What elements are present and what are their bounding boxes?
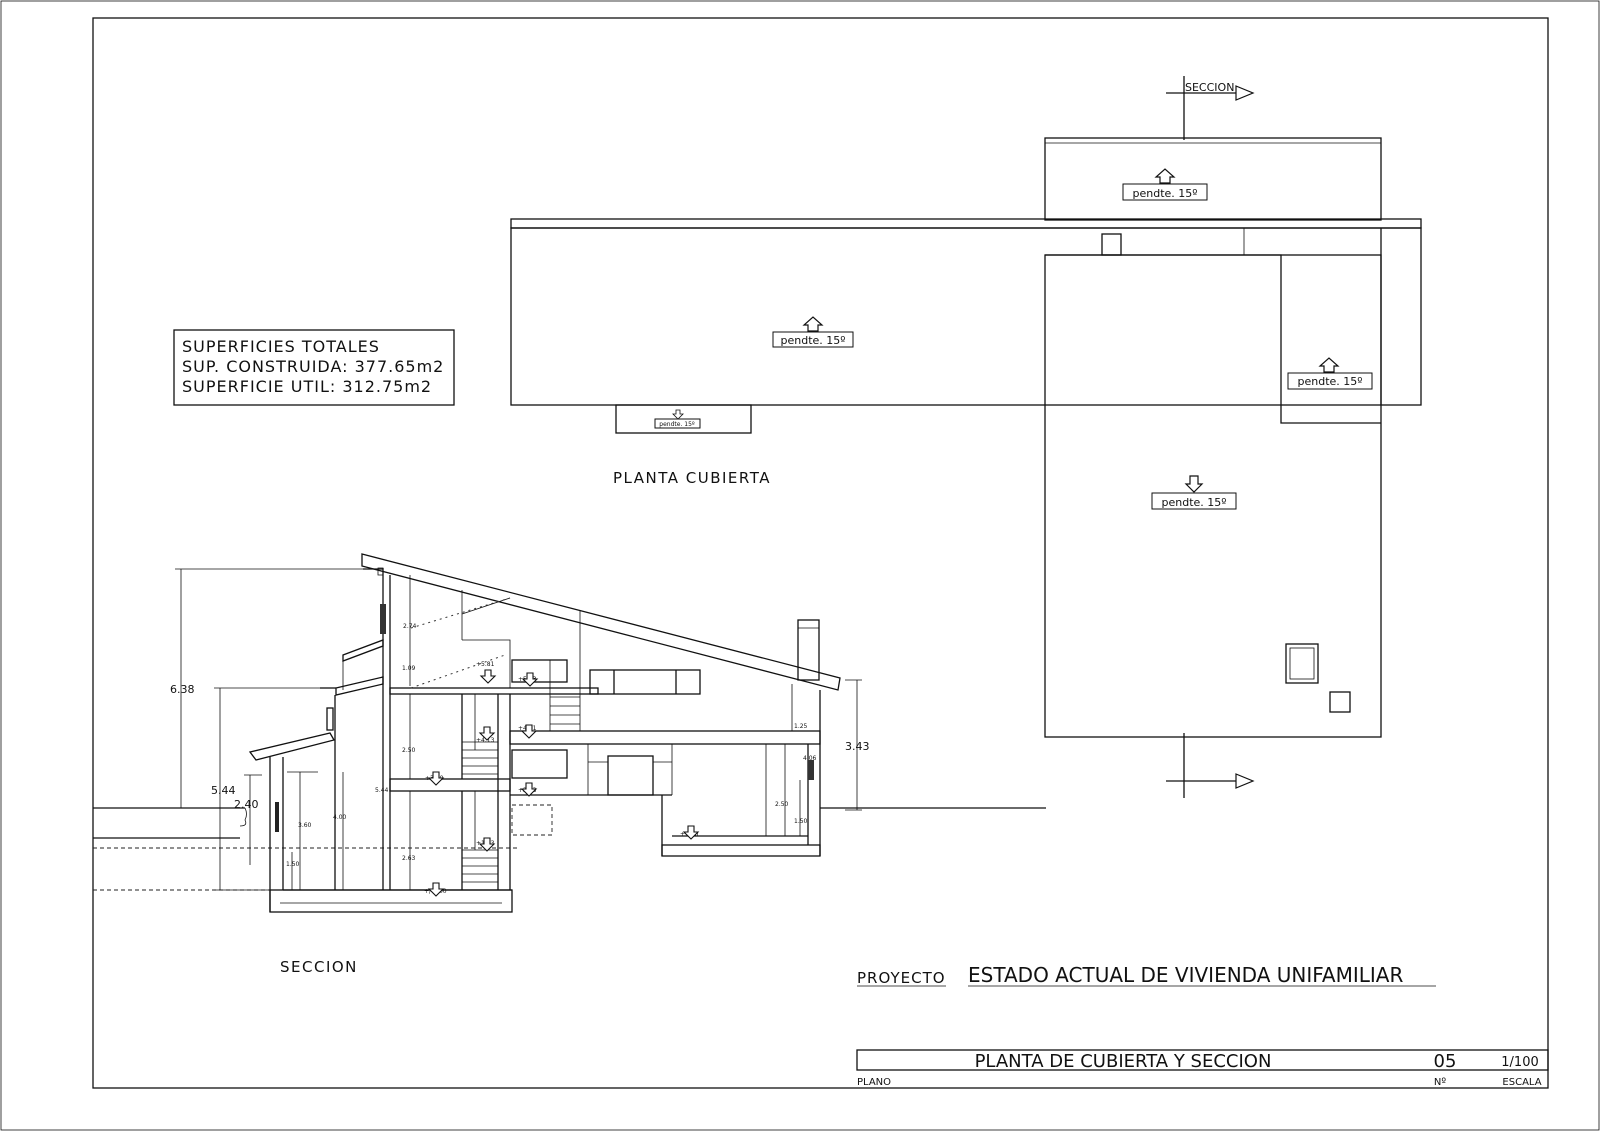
svg-text:pendte. 15º: pendte. 15º: [781, 334, 846, 347]
chimney-plan: [1101, 233, 1122, 256]
svg-text:+4.13: +4.13: [476, 737, 495, 744]
svg-text:SUPERFICIES TOTALES: SUPERFICIES TOTALES: [182, 337, 380, 356]
slope-label: pendte. 15º: [1151, 475, 1237, 510]
svg-text:2.63: 2.63: [402, 855, 416, 862]
roof-plan-caption: PLANTA CUBIERTA: [613, 469, 771, 487]
svg-text:pendte. 15º: pendte. 15º: [1298, 375, 1363, 388]
svg-text:1.25: 1.25: [794, 723, 808, 730]
svg-text:2.50: 2.50: [402, 747, 416, 754]
plan-scale: 1/100: [1501, 1055, 1538, 1070]
svg-text:pendte. 15º: pendte. 15º: [1133, 187, 1198, 200]
svg-text:2.50: 2.50: [775, 801, 789, 808]
svg-text:pendte. 15º: pendte. 15º: [1162, 496, 1227, 509]
slope-label: pendte. 15º: [1287, 357, 1373, 390]
svg-text:3.60: 3.60: [298, 822, 312, 829]
slope-label: pendte. 15º: [1122, 168, 1208, 201]
svg-text:2.74: 2.74: [403, 623, 417, 630]
svg-text:+5.81: +5.81: [476, 661, 495, 668]
surfaces-box: SUPERFICIES TOTALES SUP. CONSTRUIDA: 377…: [173, 329, 455, 406]
plan-title: PLANTA DE CUBIERTA Y SECCION: [975, 1051, 1272, 1072]
roof-plan: pendte. 15º pendte. 15º pendte. 15º pend…: [510, 76, 1422, 798]
svg-text:4.06: 4.06: [803, 755, 817, 762]
project-heading: PROYECTO ESTADO ACTUAL DE VIVIENDA UNIFA…: [857, 963, 1436, 987]
svg-text:ESTADO ACTUAL DE VIVIENDA UN: ESTADO ACTUAL DE VIVIENDA UNIFAMILIAR: [968, 963, 1403, 987]
svg-text:1.50: 1.50: [286, 861, 300, 868]
drawing-frame: [92, 17, 1549, 1089]
svg-text:2.40: 2.40: [234, 798, 259, 811]
svg-text:SECCION: SECCION: [1185, 81, 1234, 94]
skylight: [1285, 643, 1319, 684]
svg-text:3.43: 3.43: [845, 740, 870, 753]
svg-text:SUPERFICIE UTIL: 312.75m2: SUPERFICIE UTIL: 312.75m2: [182, 377, 432, 396]
svg-text:1.50: 1.50: [794, 818, 808, 825]
svg-text:SUP. CONSTRUIDA: 377.65m2: SUP. CONSTRUIDA: 377.65m2: [182, 357, 444, 376]
section-caption: SECCION: [280, 958, 358, 976]
svg-text:5.44: 5.44: [375, 787, 389, 794]
svg-text:6.38: 6.38: [170, 683, 195, 696]
svg-text:ESCALA: ESCALA: [1502, 1077, 1541, 1088]
slope-label: pendte. 15º: [654, 409, 701, 429]
title-block: PLANTA DE CUBIERTA Y SECCION 05 1/100 PL…: [856, 1049, 1549, 1088]
roof-porch: [615, 404, 752, 434]
svg-text:Nº: Nº: [1434, 1077, 1446, 1088]
roof-north-wing: [1044, 137, 1382, 221]
vent-plan: [1329, 691, 1351, 713]
svg-text:pendte. 15º: pendte. 15º: [659, 421, 695, 428]
roof-ridge-eave: [510, 218, 1422, 229]
svg-text:1.09: 1.09: [402, 665, 416, 672]
slope-label: pendte. 15º: [772, 316, 854, 348]
section-levels: +5.81 +5.63 +4.13 +4.31 +3.00 +2.63 +1.1…: [424, 661, 699, 897]
chimney: [797, 619, 820, 681]
svg-text:4.00: 4.00: [333, 814, 347, 821]
plan-number: 05: [1434, 1051, 1457, 1072]
section-dimensions: 6.38 5.44 2.40 3.60 1.50 4.00 5.44 2.74 …: [170, 623, 870, 868]
svg-text:5.44: 5.44: [211, 784, 236, 797]
svg-text:PLANO: PLANO: [857, 1077, 891, 1088]
building-section: 6.38 5.44 2.40 3.60 1.50 4.00 5.44 2.74 …: [93, 553, 1046, 976]
section-cut-marker: SECCION: [1166, 76, 1255, 798]
svg-text:PROYECTO: PROYECTO: [857, 969, 946, 987]
